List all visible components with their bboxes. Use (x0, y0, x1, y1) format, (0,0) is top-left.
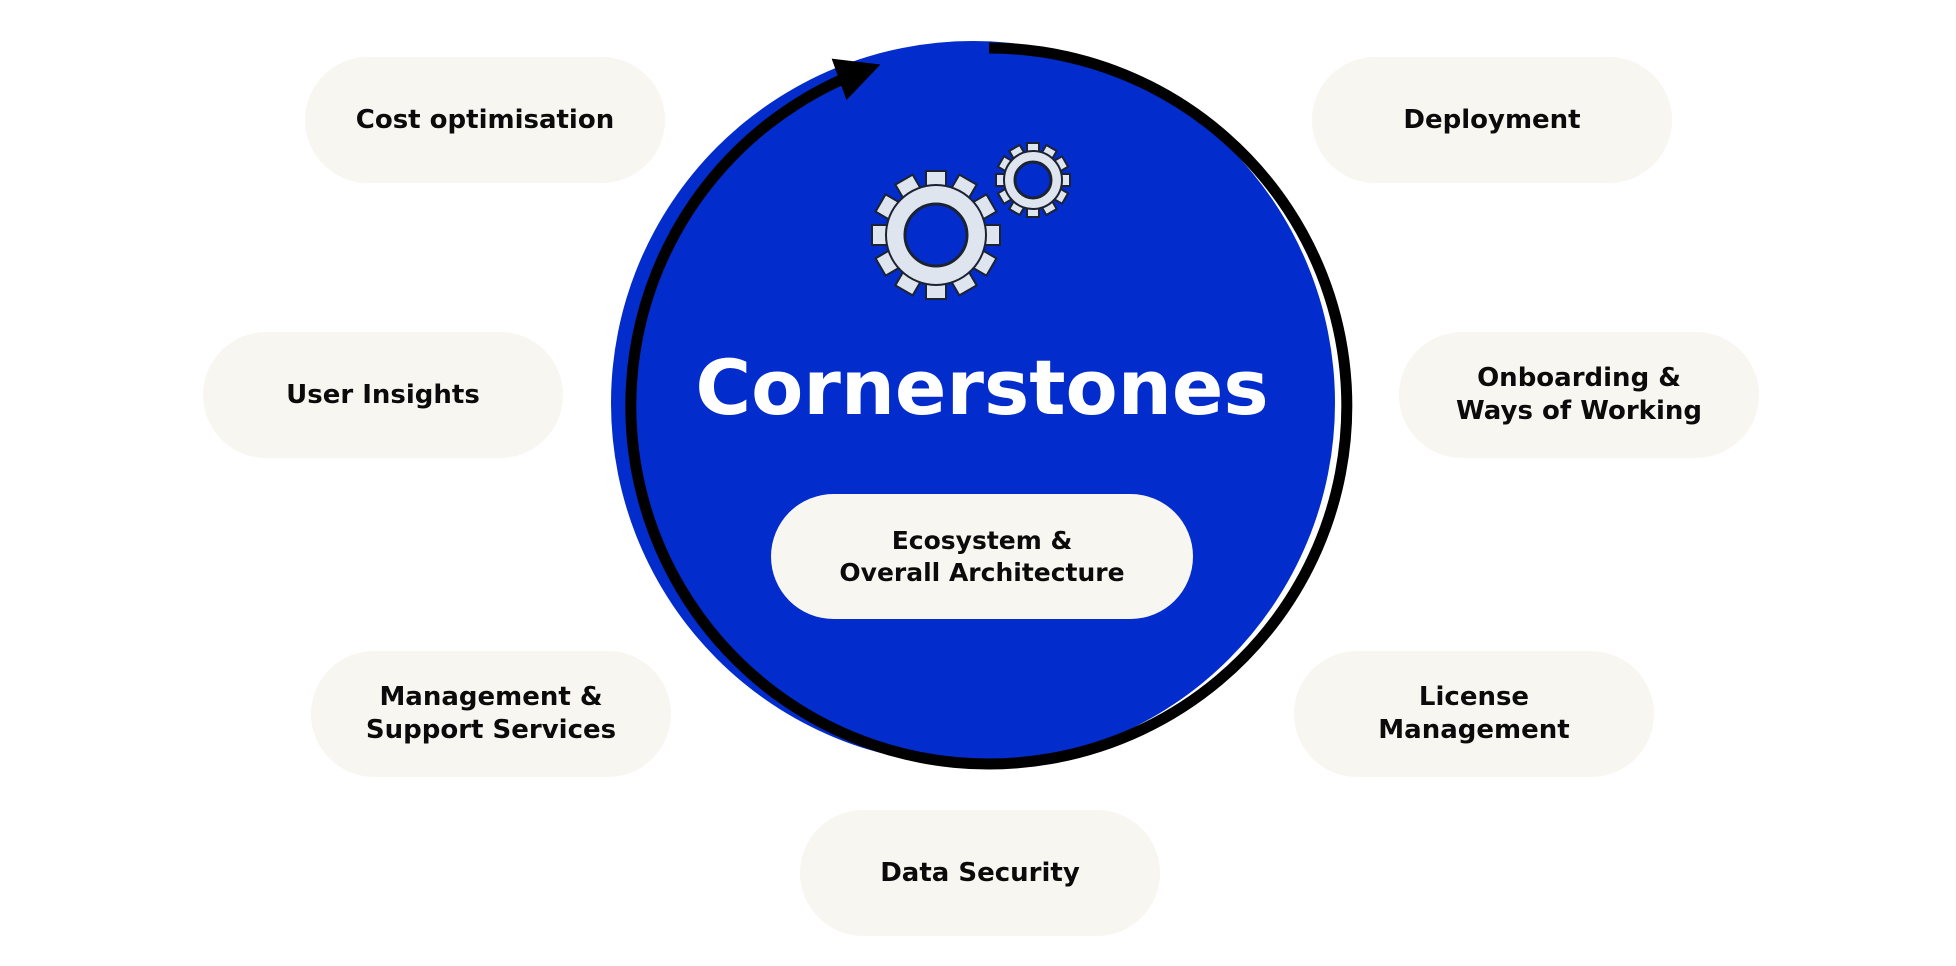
node-label-line-1: Onboarding & (1477, 363, 1681, 393)
node-label-line-2: Management (1378, 715, 1570, 745)
node-label-line-2: Ways of Working (1456, 396, 1702, 426)
node-label-line-1: Management & (379, 682, 603, 712)
node-data-security: Data Security (800, 810, 1160, 936)
node-onboarding: Onboarding & Ways of Working (1399, 332, 1759, 458)
node-label: User Insights (286, 379, 480, 410)
core-pill-line-1: Ecosystem & (891, 525, 1073, 555)
node-deployment: Deployment (1312, 57, 1672, 183)
diagram-title: Cornerstones (695, 343, 1269, 432)
core-pill-ecosystem: Ecosystem & Overall Architecture (771, 494, 1193, 619)
gear-icon (871, 170, 1001, 300)
gear-icon (995, 142, 1071, 218)
node-user-insights: User Insights (203, 332, 563, 458)
node-label: Cost optimisation (355, 104, 615, 135)
node-license-management: License Management (1294, 651, 1654, 777)
cycle-arrow (625, 42, 1353, 770)
node-cost-optimisation: Cost optimisation (305, 57, 665, 183)
node-label: Deployment (1403, 104, 1581, 135)
node-label-line-2: Support Services (365, 715, 617, 745)
core-pill-line-2: Overall Architecture (839, 557, 1125, 587)
node-management-support: Management & Support Services (311, 651, 671, 777)
node-label-line-1: License (1418, 682, 1530, 712)
node-label: Data Security (880, 857, 1080, 888)
